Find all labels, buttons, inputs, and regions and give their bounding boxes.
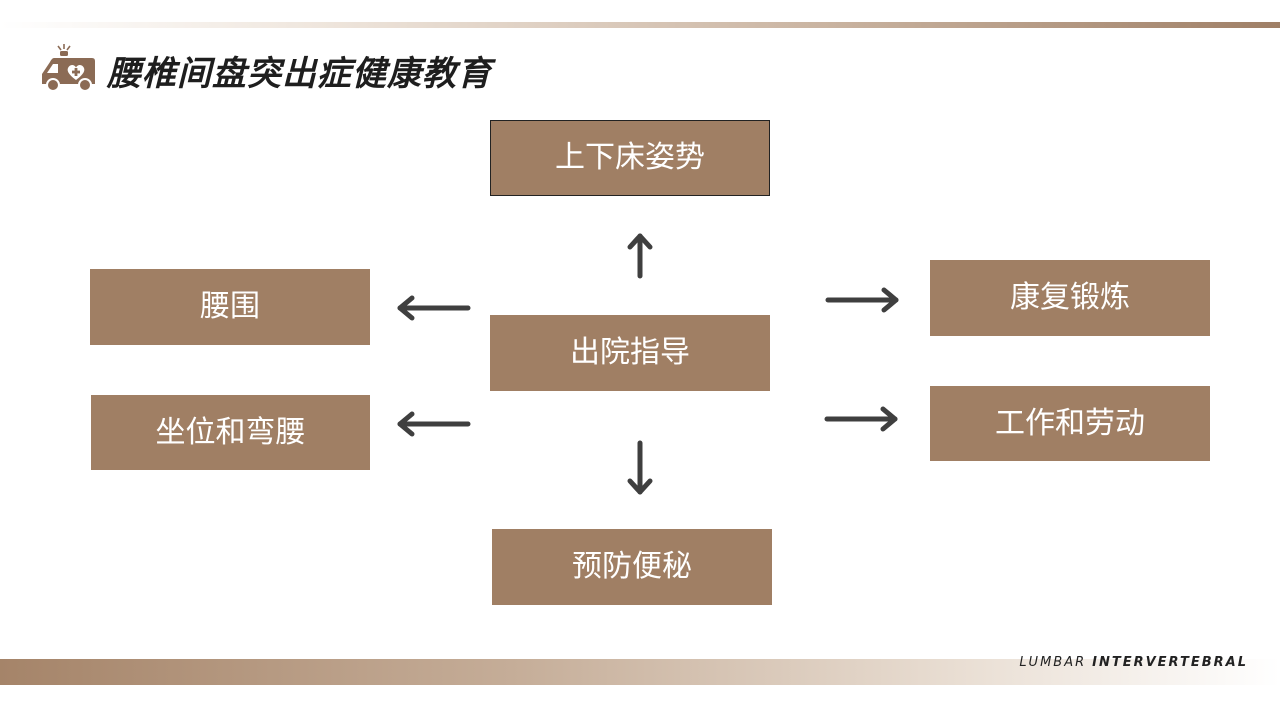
node-waist-belt: 腰围	[90, 269, 370, 345]
node-prevent-constipation: 预防便秘	[492, 529, 772, 605]
node-discharge-guidance: 出院指导	[490, 315, 770, 391]
ambulance-icon	[42, 44, 95, 92]
arrow-right-top	[825, 287, 899, 313]
page-title: 腰椎间盘突出症健康教育	[107, 54, 492, 94]
footer-word-2: INTERVERTEBRAL	[1092, 655, 1248, 670]
node-work-labor: 工作和劳动	[930, 386, 1210, 461]
arrow-left-bottom	[397, 411, 471, 437]
top-decor-bar	[0, 22, 1280, 28]
footer-word-1: LUMBAR	[1019, 655, 1087, 670]
node-rehab-exercise: 康复锻炼	[930, 260, 1210, 336]
arrow-right-bottom	[824, 406, 898, 432]
node-bed-posture: 上下床姿势	[490, 120, 770, 196]
arrow-left-top	[397, 295, 471, 321]
bottom-decor-bar	[0, 659, 1280, 685]
footer-caption: LUMBAR INTERVERTEBRAL	[1019, 655, 1248, 670]
arrow-down	[627, 440, 653, 495]
arrow-up	[627, 233, 653, 279]
node-sitting-bending: 坐位和弯腰	[91, 395, 370, 470]
